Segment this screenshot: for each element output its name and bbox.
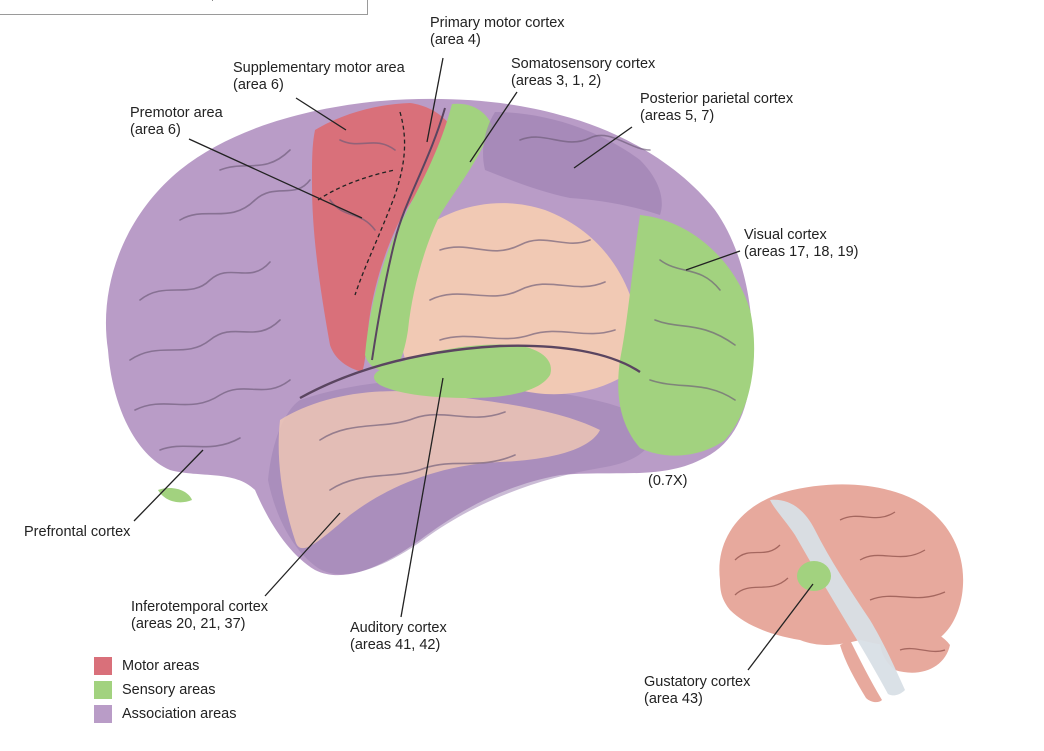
leader-premotor [188, 138, 363, 219]
temporal-gyrus-region [278, 391, 600, 549]
legend-item-motor: Motor areas [94, 654, 236, 678]
legend: Motor areas Sensory areas Association ar… [94, 654, 236, 726]
label-visual-title: Visual cortex [744, 227, 827, 243]
inset-band [770, 499, 905, 696]
label-premotor-area-num: (area 6) [130, 122, 181, 138]
label-inferotemporal-cortex: Inferotemporal cortex (areas 20, 21, 37) [131, 599, 268, 633]
legend-swatch-sensory [94, 681, 112, 699]
visual-region [618, 215, 755, 456]
central-sulcus [371, 107, 446, 361]
inset-brainstem [840, 640, 882, 703]
legend-label-association: Association areas [122, 706, 237, 722]
lateral-sulcus [299, 344, 641, 400]
gyri-lines [129, 134, 736, 491]
label-gustatory-cortex: Gustatory cortex (area 43) [644, 674, 750, 708]
inset-gustatory-spot [797, 561, 831, 591]
label-visual-cortex: Visual cortex (areas 17, 18, 19) [744, 227, 858, 261]
legend-item-association: Association areas [94, 702, 236, 726]
label-auditory-title: Auditory cortex [350, 620, 447, 636]
legend-item-sensory: Sensory areas [94, 678, 236, 702]
label-auditory-area: (areas 41, 42) [350, 637, 441, 653]
supplementary-dashed-boundary [354, 111, 406, 296]
label-primary-motor-area: (area 4) [430, 32, 481, 48]
label-premotor-title: Premotor area [130, 105, 223, 121]
main-brain [105, 98, 755, 576]
leader-posterior-parietal [573, 126, 633, 169]
label-inferotemporal-area: (areas 20, 21, 37) [131, 616, 246, 632]
leader-inferotemporal [264, 512, 341, 597]
label-primary-motor-cortex: Primary motor cortex (area 4) [430, 15, 565, 49]
label-supplementary-title: Supplementary motor area [233, 60, 405, 76]
caption-box-edge [0, 0, 368, 15]
legend-swatch-association [94, 705, 112, 723]
label-supplementary-motor-area: Supplementary motor area (area 6) [233, 60, 405, 94]
leader-lines [133, 57, 814, 671]
label-posterior-parietal-title: Posterior parietal cortex [640, 91, 794, 107]
auditory-region [374, 344, 551, 398]
label-premotor-area: Premotor area (area 6) [130, 105, 223, 139]
leader-somatosensory [469, 91, 518, 163]
legend-label-sensory: Sensory areas [122, 682, 216, 698]
label-somatosensory-area: (areas 3, 1, 2) [511, 73, 602, 89]
premotor-dashed-boundary [317, 169, 396, 201]
label-visual-area: (areas 17, 18, 19) [744, 244, 859, 260]
parietal-temporal-region [399, 203, 639, 395]
leader-primary-motor [426, 57, 444, 143]
legend-label-motor: Motor areas [122, 658, 200, 674]
inset-brain-outline [719, 484, 964, 648]
leader-gustatory [747, 583, 814, 671]
scale-label: (0.7X) [648, 473, 688, 489]
label-somatosensory-cortex: Somatosensory cortex (areas 3, 1, 2) [511, 56, 655, 90]
label-prefrontal-cortex: Prefrontal cortex [24, 524, 130, 541]
leader-supplementary [295, 97, 347, 131]
label-posterior-parietal-area: (areas 5, 7) [640, 108, 715, 124]
leader-prefrontal [133, 449, 204, 522]
label-gustatory-area: (area 43) [644, 691, 703, 707]
label-inferotemporal-title: Inferotemporal cortex [131, 599, 269, 615]
inset-gyri-lines [734, 511, 946, 653]
motor-region [312, 103, 450, 372]
label-primary-motor-title: Primary motor cortex [430, 15, 565, 31]
label-gustatory-title: Gustatory cortex [644, 674, 751, 690]
label-supplementary-area: (area 6) [233, 77, 284, 93]
inset-cerebellum [880, 629, 950, 673]
legend-swatch-motor [94, 657, 112, 675]
orbital-green-patch [158, 488, 192, 503]
label-auditory-cortex: Auditory cortex (areas 41, 42) [350, 620, 447, 654]
label-prefrontal-title: Prefrontal cortex [24, 524, 131, 540]
inset-brain [719, 484, 964, 703]
leader-auditory [400, 377, 444, 618]
label-posterior-parietal-cortex: Posterior parietal cortex (areas 5, 7) [640, 91, 793, 125]
leader-visual [685, 250, 741, 271]
caption-box-tick [212, 0, 213, 1]
somatosensory-region [365, 103, 492, 372]
label-somatosensory-title: Somatosensory cortex [511, 56, 656, 72]
